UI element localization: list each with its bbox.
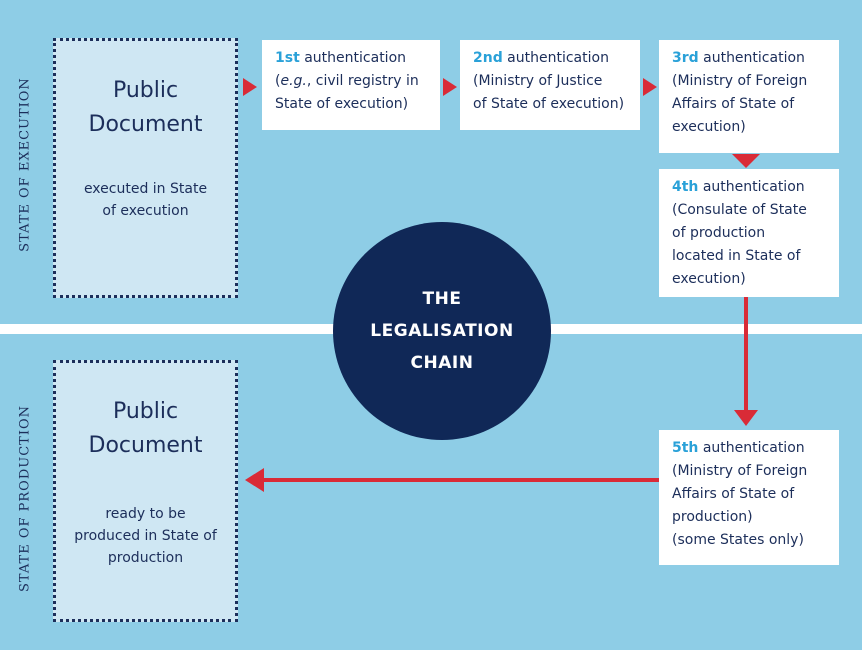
auth-detail-rest: , civil registry in: [306, 73, 419, 89]
public-document-production: Public Document ready to be produced in …: [53, 360, 238, 622]
auth-detail-line: (Ministry of Justice: [473, 73, 603, 89]
auth-word: authentication: [698, 440, 805, 456]
auth-detail-line: located in State of: [672, 248, 801, 264]
auth-word: authentication: [698, 50, 805, 66]
auth-step-3-heading: 3rd authentication: [672, 47, 831, 70]
circle-line3: CHAIN: [410, 353, 474, 373]
ordinal: 4th: [672, 179, 699, 195]
arrow-doc-to-step1: [243, 78, 257, 96]
auth-detail-line: of production: [672, 225, 766, 241]
doc-sub-line3: production: [107, 550, 184, 566]
auth-step-2: 2nd authentication (Ministry of Justice …: [460, 40, 640, 130]
doc-title-line2: Document: [88, 433, 203, 458]
ordinal: 3rd: [672, 50, 699, 66]
auth-step-3: 3rd authentication (Ministry of Foreign …: [659, 40, 839, 153]
doc-title-line2: Document: [88, 112, 203, 137]
circle-line2: LEGALISATION: [370, 321, 514, 341]
auth-detail-line: State of execution): [275, 96, 409, 112]
arrow-step3-to-step4: [732, 154, 760, 168]
auth-detail-line: (Consulate of State: [672, 202, 807, 218]
auth-detail-line: execution): [672, 119, 746, 135]
auth-detail-line: (Ministry of Foreign: [672, 73, 808, 89]
auth-word: authentication: [502, 50, 609, 66]
auth-detail-line: (Ministry of Foreign: [672, 463, 808, 479]
arrow-step1-to-step2: [443, 78, 457, 96]
circle-line1: THE: [422, 289, 462, 309]
arrow-step4-to-step5-head: [734, 410, 758, 426]
auth-detail-line: Affairs of State of: [672, 96, 795, 112]
auth-detail-italic: e.g.: [280, 73, 307, 89]
auth-detail-line: of State of execution): [473, 96, 625, 112]
doc-sub-line2: of execution: [102, 203, 189, 219]
auth-step-4: 4th authentication (Consulate of State o…: [659, 169, 839, 297]
auth-step-5: 5th authentication (Ministry of Foreign …: [659, 430, 839, 565]
auth-detail-line: Affairs of State of: [672, 486, 795, 502]
auth-step-5-heading: 5th authentication: [672, 437, 831, 460]
auth-word: authentication: [698, 179, 805, 195]
auth-step-4-heading: 4th authentication: [672, 176, 831, 199]
auth-step-1: 1st authentication (e.g., civil registry…: [262, 40, 440, 130]
auth-detail-line: (e.g., civil registry in: [275, 73, 419, 89]
doc-sub-line1: executed in State: [83, 181, 208, 197]
arrow-step2-to-step3: [643, 78, 657, 96]
auth-step-1-heading: 1st authentication: [275, 47, 432, 70]
doc-sub-line1: ready to be: [105, 506, 186, 522]
auth-detail-line: (some States only): [672, 532, 804, 548]
arrow-step5-to-doc-head: [245, 468, 264, 492]
ordinal: 1st: [275, 50, 300, 66]
arrow-step4-to-step5-shaft: [744, 297, 748, 412]
doc-title-line1: Public: [112, 399, 179, 424]
doc-sub-line2: produced in State of: [74, 528, 217, 544]
arrow-step5-to-doc-shaft: [262, 478, 659, 482]
auth-word: authentication: [299, 50, 407, 66]
legalisation-chain-circle: THE LEGALISATION CHAIN: [333, 222, 551, 440]
auth-detail-line: execution): [672, 271, 746, 287]
ordinal: 5th: [672, 440, 699, 456]
ordinal: 2nd: [473, 50, 503, 66]
doc-title-line1: Public: [112, 78, 179, 103]
auth-step-2-heading: 2nd authentication: [473, 47, 632, 70]
public-document-execution: Public Document executed in State of exe…: [53, 38, 238, 298]
auth-detail-line: production): [672, 509, 753, 525]
